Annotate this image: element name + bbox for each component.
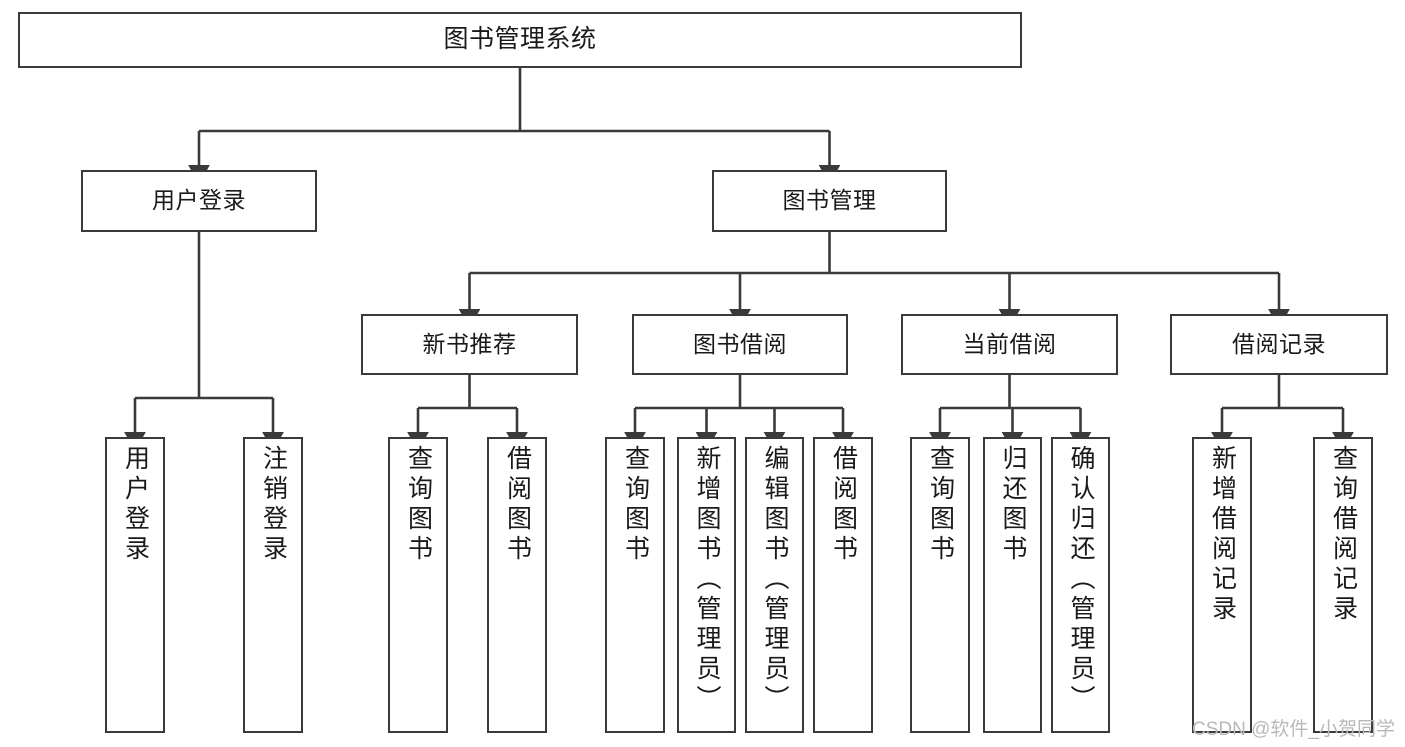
- node-root[interactable]: 图书管理系统: [18, 12, 1022, 68]
- node-leaf-3[interactable]: 查询图书: [388, 437, 448, 733]
- node-leaf-12[interactable]: 新增借阅记录: [1192, 437, 1252, 733]
- node-login[interactable]: 用户登录: [81, 170, 317, 232]
- node-newbook[interactable]: 新书推荐: [361, 314, 578, 375]
- node-label: 当前借阅: [962, 330, 1057, 357]
- node-borrow[interactable]: 图书借阅: [632, 314, 848, 375]
- edge-group: [124, 68, 1354, 452]
- node-label: 查询图书: [926, 445, 955, 565]
- node-label: 用户登录: [121, 445, 150, 565]
- node-leaf-11[interactable]: 确认归还（管理员）: [1051, 437, 1110, 733]
- node-current[interactable]: 当前借阅: [901, 314, 1118, 375]
- node-label: 查询借阅记录: [1329, 445, 1358, 625]
- node-label: 新增借阅记录: [1208, 445, 1237, 625]
- csdn-watermark: CSDN @软件_小贺同学: [1192, 719, 1395, 740]
- node-label: 借阅图书: [829, 445, 858, 565]
- node-leaf-13[interactable]: 查询借阅记录: [1313, 437, 1373, 733]
- node-leaf-6[interactable]: 新增图书（管理员）: [677, 437, 736, 733]
- node-label: 新书推荐: [422, 330, 517, 357]
- node-leaf-9[interactable]: 查询图书: [910, 437, 970, 733]
- node-label: 注销登录: [259, 445, 288, 565]
- node-leaf-5[interactable]: 查询图书: [605, 437, 665, 733]
- node-leaf-4[interactable]: 借阅图书: [487, 437, 547, 733]
- node-label: 归还图书: [999, 445, 1027, 565]
- node-label: 图书管理: [782, 187, 877, 214]
- node-leaf-1[interactable]: 用户登录: [105, 437, 165, 733]
- node-label: 用户登录: [152, 187, 246, 214]
- node-label: 借阅记录: [1232, 330, 1326, 357]
- node-bookmgmt[interactable]: 图书管理: [712, 170, 947, 232]
- node-leaf-10[interactable]: 归还图书: [983, 437, 1042, 733]
- node-leaf-7[interactable]: 编辑图书（管理员）: [745, 437, 804, 733]
- node-label: 查询图书: [621, 445, 650, 565]
- node-label: 查询图书: [404, 445, 433, 565]
- node-label: 图书借阅: [693, 330, 787, 357]
- node-label: 确认归还（管理员）: [1067, 445, 1095, 715]
- node-label: 借阅图书: [503, 445, 532, 565]
- node-label: 图书管理系统: [443, 25, 597, 54]
- node-leaf-8[interactable]: 借阅图书: [813, 437, 873, 733]
- node-label: 编辑图书（管理员）: [761, 445, 789, 715]
- node-leaf-2[interactable]: 注销登录: [243, 437, 303, 733]
- node-records[interactable]: 借阅记录: [1170, 314, 1388, 375]
- node-label: 新增图书（管理员）: [693, 445, 721, 715]
